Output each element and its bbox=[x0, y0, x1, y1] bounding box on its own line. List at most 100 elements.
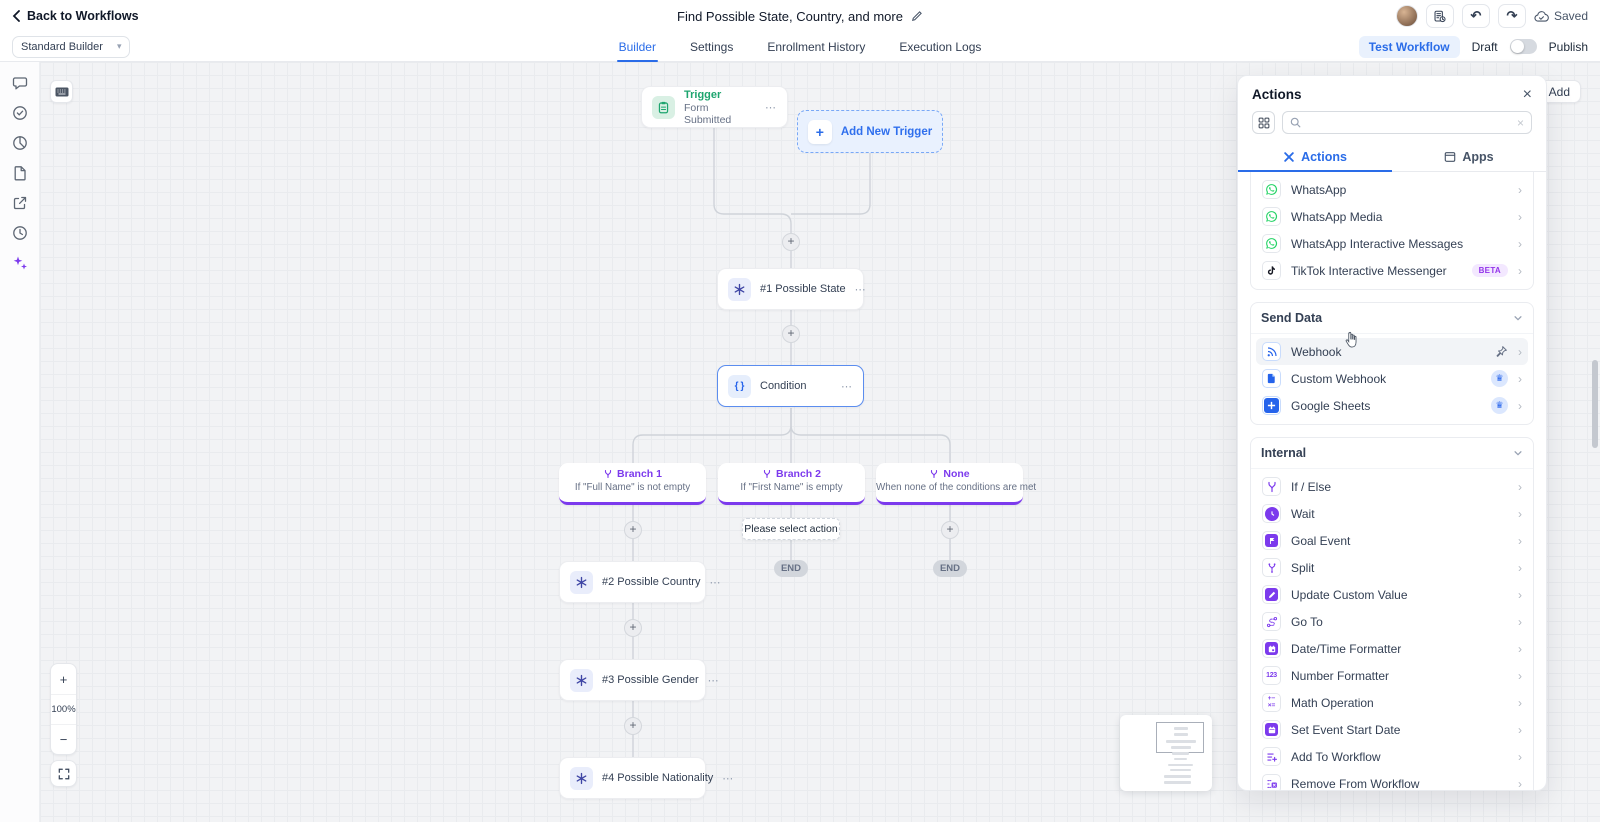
add-new-trigger-button[interactable]: + Add New Trigger bbox=[797, 110, 943, 153]
tab-settings[interactable]: Settings bbox=[689, 40, 734, 54]
external-link-icon[interactable] bbox=[12, 195, 28, 211]
back-to-workflows-button[interactable]: Back to Workflows bbox=[12, 9, 139, 23]
builder-mode-select[interactable]: Standard Builder ▾ bbox=[12, 35, 131, 58]
action-node-3[interactable]: #3 Possible Gender ⋯ bbox=[559, 659, 719, 701]
action-item-math-operation[interactable]: +−×= Math Operation › bbox=[1256, 689, 1528, 716]
action-item-update-custom-value[interactable]: Update Custom Value › bbox=[1256, 581, 1528, 608]
chevron-down-icon[interactable] bbox=[1513, 448, 1523, 458]
comments-icon[interactable] bbox=[12, 75, 28, 91]
whatsapp-icon bbox=[1262, 234, 1281, 253]
keyboard-shortcuts-button[interactable] bbox=[50, 80, 73, 103]
action-item-webhook[interactable]: Webhook › bbox=[1256, 338, 1528, 365]
clear-search-icon[interactable]: × bbox=[1516, 115, 1524, 130]
zoom-out-button[interactable]: − bbox=[51, 724, 76, 754]
chevron-right-icon: › bbox=[1518, 668, 1522, 683]
action-item-whatsapp-media[interactable]: WhatsApp Media › bbox=[1256, 203, 1528, 230]
node-menu-icon[interactable]: ⋯ bbox=[709, 576, 722, 589]
zoom-in-button[interactable]: + bbox=[59, 671, 68, 687]
tab-enrollment-history[interactable]: Enrollment History bbox=[767, 40, 866, 54]
action-item-remove-from-workflow[interactable]: Remove From Workflow › bbox=[1256, 770, 1528, 790]
action-item-whatsapp[interactable]: WhatsApp › bbox=[1256, 176, 1528, 203]
node-menu-icon[interactable]: ⋯ bbox=[722, 772, 735, 785]
fit-view-button[interactable] bbox=[50, 760, 77, 787]
undo-icon: ↶ bbox=[1470, 8, 1482, 23]
chevron-down-icon[interactable] bbox=[1513, 313, 1523, 323]
document-icon[interactable] bbox=[12, 165, 28, 181]
action-item-add-to-workflow[interactable]: Add To Workflow › bbox=[1256, 743, 1528, 770]
branch-title: None bbox=[943, 468, 970, 480]
chevron-right-icon: › bbox=[1518, 641, 1522, 656]
minimap-node bbox=[1168, 764, 1193, 766]
history-icon[interactable] bbox=[12, 225, 28, 241]
action-item-tiktok-messenger[interactable]: TikTok Interactive Messenger BETA › bbox=[1256, 257, 1528, 284]
actions-list[interactable]: WhatsApp › WhatsApp Media › WhatsApp Int… bbox=[1238, 172, 1546, 790]
user-avatar[interactable] bbox=[1395, 5, 1418, 27]
test-workflow-button[interactable]: Test Workflow bbox=[1358, 35, 1460, 58]
action-item-google-sheets[interactable]: Google Sheets ♛ › bbox=[1256, 392, 1528, 419]
ai-sparkles-icon[interactable] bbox=[12, 255, 28, 271]
action-item-if-else[interactable]: If / Else › bbox=[1256, 473, 1528, 500]
action-item-datetime-formatter[interactable]: Date/Time Formatter › bbox=[1256, 635, 1528, 662]
action-item-set-event-start-date[interactable]: Set Event Start Date › bbox=[1256, 716, 1528, 743]
action-node-4[interactable]: #4 Possible Nationality ⋯ bbox=[559, 757, 733, 799]
search-input[interactable] bbox=[1307, 116, 1511, 129]
edit-title-icon[interactable] bbox=[911, 10, 923, 22]
minimap[interactable] bbox=[1120, 715, 1212, 791]
node-menu-icon[interactable]: ⋯ bbox=[707, 674, 720, 687]
node-menu-icon[interactable]: ⋯ bbox=[854, 283, 867, 296]
action-node-2[interactable]: #2 Possible Country ⋯ bbox=[559, 561, 720, 603]
action-item-wait[interactable]: Wait › bbox=[1256, 500, 1528, 527]
tab-builder[interactable]: Builder bbox=[616, 33, 659, 62]
action-label: Update Custom Value bbox=[1291, 587, 1408, 602]
insert-step-button[interactable]: + bbox=[782, 325, 800, 343]
trigger-title: Trigger bbox=[684, 88, 722, 101]
redo-button[interactable]: ↷ bbox=[1497, 4, 1526, 28]
scrollbar-thumb[interactable] bbox=[1592, 360, 1598, 448]
action-item-split[interactable]: Split › bbox=[1256, 554, 1528, 581]
check-circle-icon[interactable] bbox=[12, 105, 28, 121]
minimap-node bbox=[1164, 781, 1191, 784]
panel-tab-apps[interactable]: Apps bbox=[1392, 142, 1546, 171]
node-menu-icon[interactable]: ⋯ bbox=[765, 101, 777, 114]
branch-2-node[interactable]: Branch 2 If "First Name" is empty bbox=[718, 463, 865, 505]
insert-step-button[interactable]: + bbox=[941, 521, 959, 539]
action-node-1[interactable]: #1 Possible State ⋯ bbox=[717, 268, 867, 310]
search-icon bbox=[1290, 117, 1301, 128]
pie-chart-icon[interactable] bbox=[12, 135, 28, 151]
action-item-whatsapp-interactive[interactable]: WhatsApp Interactive Messages › bbox=[1256, 230, 1528, 257]
workflow-title: Find Possible State, Country, and more bbox=[677, 8, 903, 24]
action-item-number-formatter[interactable]: 123 Number Formatter › bbox=[1256, 662, 1528, 689]
panel-tab-actions[interactable]: Actions bbox=[1238, 142, 1392, 172]
close-icon[interactable]: × bbox=[1522, 85, 1532, 103]
action-label: WhatsApp bbox=[1291, 182, 1347, 197]
tab-execution-logs[interactable]: Execution Logs bbox=[899, 40, 982, 54]
undo-button[interactable]: ↶ bbox=[1461, 4, 1490, 28]
insert-step-button[interactable]: + bbox=[624, 619, 642, 637]
actions-group: WhatsApp › WhatsApp Media › WhatsApp Int… bbox=[1250, 172, 1534, 290]
node-label: #3 Possible Gender bbox=[602, 674, 699, 686]
actions-panel: Actions × × Actions Apps WhatsApp bbox=[1237, 75, 1547, 791]
node-menu-icon[interactable]: ⋯ bbox=[841, 380, 853, 393]
insert-step-button[interactable]: + bbox=[624, 717, 642, 735]
chevron-right-icon: › bbox=[1518, 533, 1522, 548]
trigger-node[interactable]: Trigger Form Submitted ⋯ bbox=[641, 86, 788, 128]
version-history-button[interactable] bbox=[1425, 4, 1454, 28]
action-label: Google Sheets bbox=[1291, 398, 1371, 413]
action-item-goal-event[interactable]: Goal Event › bbox=[1256, 527, 1528, 554]
branch-1-node[interactable]: Branch 1 If "Full Name" is not empty bbox=[559, 463, 706, 505]
condition-node[interactable]: { } Condition ⋯ bbox=[717, 365, 864, 407]
redo-icon: ↷ bbox=[1506, 8, 1518, 23]
branch-none-node[interactable]: None When none of the conditions are met bbox=[876, 463, 1036, 505]
action-item-go-to[interactable]: Go To › bbox=[1256, 608, 1528, 635]
action-label: Add To Workflow bbox=[1291, 749, 1381, 764]
action-item-custom-webhook[interactable]: Custom Webhook ♛ › bbox=[1256, 365, 1528, 392]
insert-step-button[interactable]: + bbox=[624, 521, 642, 539]
group-header: Internal bbox=[1261, 446, 1307, 460]
insert-step-button[interactable]: + bbox=[782, 233, 800, 251]
minimap-node bbox=[1170, 769, 1191, 771]
chevron-right-icon: › bbox=[1518, 182, 1522, 197]
browse-categories-button[interactable] bbox=[1252, 111, 1275, 134]
pin-icon[interactable] bbox=[1495, 345, 1508, 358]
math-operation-icon: +−×= bbox=[1262, 693, 1281, 712]
publish-toggle[interactable] bbox=[1509, 39, 1537, 54]
